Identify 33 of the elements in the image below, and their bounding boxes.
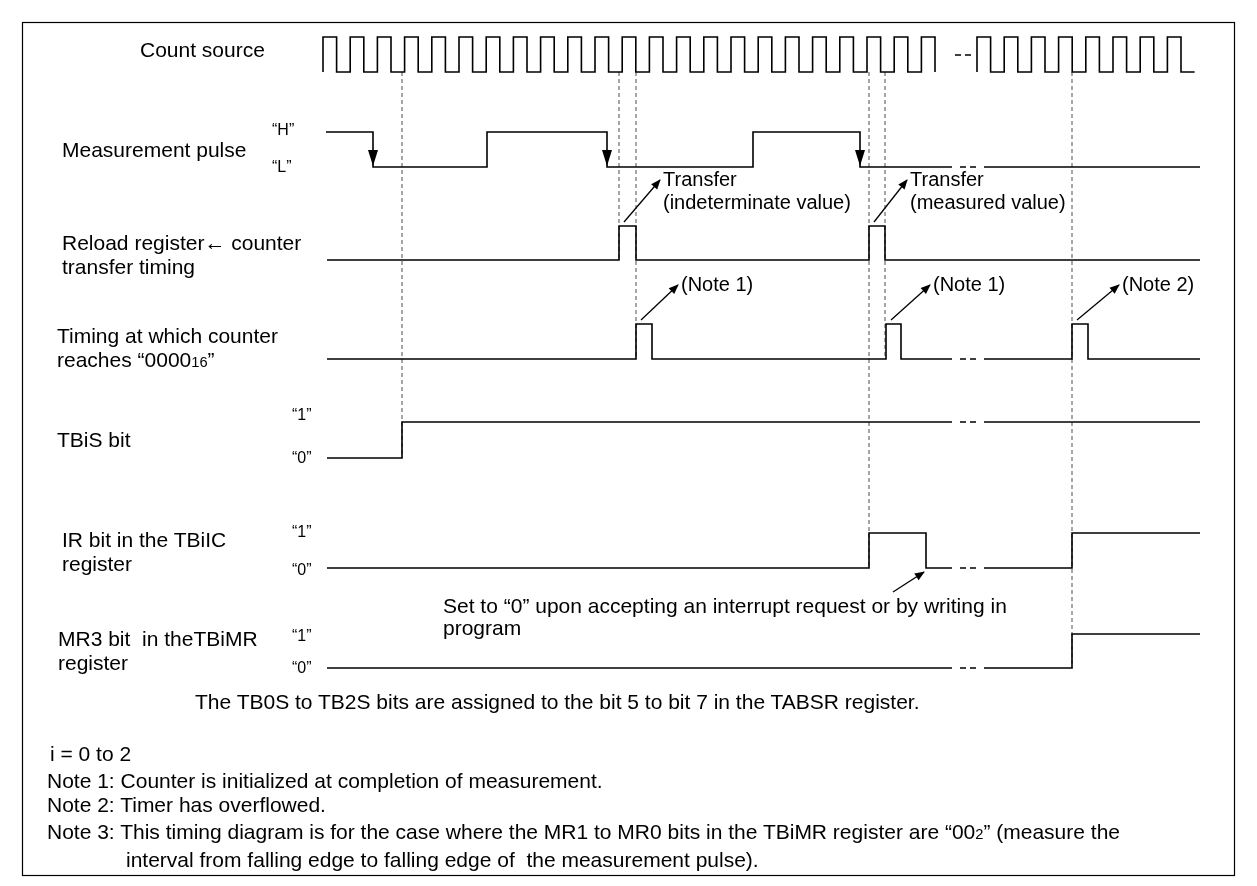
note-text: i = 0 to 2 (50, 742, 132, 766)
leader-arrow (873, 179, 908, 223)
signal-label: TBiS bit (57, 428, 131, 452)
signal-label: Reload register← counter transfer timing (62, 231, 303, 279)
ir-bit-waveform (326, 532, 1201, 569)
level-label: “1” (292, 522, 312, 542)
signal-label: MR3 bit in theTBiMR register (58, 627, 259, 675)
note-text: Note 1: Counter is initialized at completion of measurement. (47, 769, 603, 793)
level-label: “L” (272, 157, 292, 177)
signal-label: IR bit in the TBiIC register (62, 528, 228, 576)
annotation-text: (Note 2) (1122, 273, 1195, 296)
leader-arrow (1076, 284, 1120, 321)
level-label: “1” (292, 626, 312, 646)
leader-arrow (623, 179, 661, 223)
level-label: “1” (292, 405, 312, 425)
level-label: “0” (292, 560, 312, 580)
footnote-text: The TB0S to TB2S bits are assigned to the bit 5 to bit 7 in the TABSR register. (195, 690, 920, 714)
level-label: “0” (292, 658, 312, 678)
signal-label: Count source (140, 38, 265, 62)
annotation-text: (Note 1) (933, 273, 1006, 296)
leader-arrow (892, 571, 925, 593)
annotation-text: Transfer (indeterminate value) (663, 168, 863, 214)
signal-label: Measurement pulse (62, 138, 247, 162)
level-label: “0” (292, 448, 312, 468)
leader-arrow (890, 284, 931, 321)
leader-arrow (640, 284, 679, 321)
level-label: “H” (272, 120, 295, 140)
annotation-text: Set to “0” upon accepting an interrupt request or by writing in program (443, 595, 1028, 639)
note-text: Note 2: Timer has overflowed. (47, 793, 326, 817)
annotation-text: (Note 1) (681, 273, 754, 296)
transfer-timing-waveform (326, 225, 1201, 261)
counter-timing-waveform (326, 323, 1201, 360)
annotation-text: Transfer (measured value) (910, 168, 1075, 214)
